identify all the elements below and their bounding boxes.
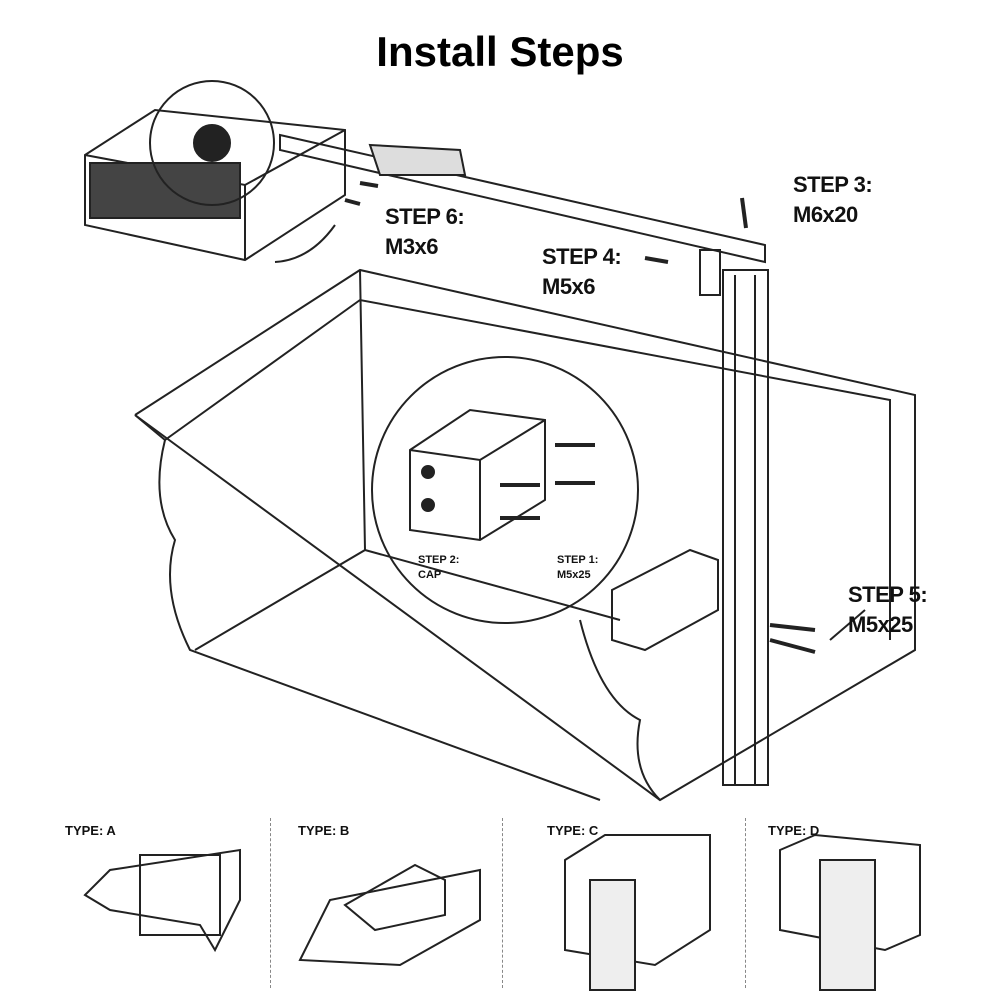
screws bbox=[344, 181, 748, 264]
type-b-bracket bbox=[298, 863, 481, 967]
divider bbox=[745, 818, 746, 988]
side-bracket bbox=[611, 548, 866, 654]
fan-icon bbox=[149, 80, 275, 206]
step-2-label: STEP 2:CAP bbox=[418, 554, 460, 581]
bracket-detail-circle bbox=[371, 356, 639, 624]
type-d-bracket bbox=[779, 833, 921, 991]
step-1-label: STEP 1:M5x25 bbox=[557, 554, 599, 581]
vertical-pole bbox=[722, 269, 769, 786]
type-a-label: TYPE: A bbox=[65, 823, 116, 838]
type-c-label: TYPE: C bbox=[547, 823, 599, 838]
page-title: Install Steps bbox=[376, 28, 624, 75]
type-c-bracket bbox=[564, 834, 711, 991]
light-unit bbox=[84, 80, 346, 263]
type-a-bracket bbox=[83, 848, 241, 953]
type-b-label: TYPE: B bbox=[298, 823, 350, 838]
step-5-label: STEP 5:M5x25 bbox=[848, 582, 928, 637]
divider bbox=[270, 818, 271, 988]
step-6-label: STEP 6:M3x6 bbox=[385, 204, 465, 259]
step-4-label: STEP 4:M5x6 bbox=[542, 244, 622, 299]
rotate-arrow-icon bbox=[274, 224, 336, 263]
type-d-label: TYPE: D bbox=[768, 823, 820, 838]
divider bbox=[502, 818, 503, 988]
horizontal-rail bbox=[279, 133, 766, 296]
step-3-label: STEP 3:M6x20 bbox=[793, 172, 873, 227]
cabinet-outline bbox=[134, 268, 916, 802]
